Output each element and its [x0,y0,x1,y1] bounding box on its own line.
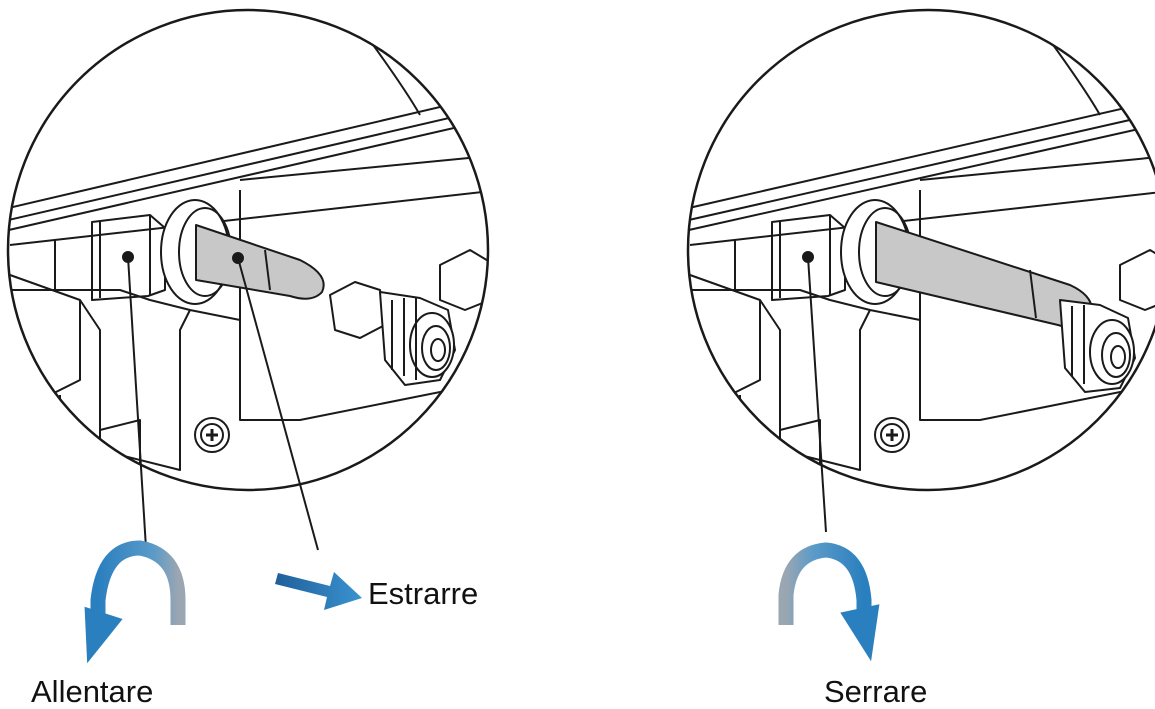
straight-arrow-icon [275,572,362,610]
casing-corner-curve [339,10,421,116]
cable-gland [329,249,488,386]
extract-label: Estrarre [368,576,479,611]
top-casing [8,99,481,233]
lock-nut [771,214,846,301]
counterclockwise-arrow-icon [84,540,186,664]
antenna-rod [195,224,325,300]
top-casing [688,99,1155,233]
leader-line-nut [807,256,827,533]
loosen-label: Allentare [31,674,154,709]
leader-line-antenna [237,257,319,551]
leader-line-nut [127,256,147,549]
screw-icon [194,417,230,453]
magnifier-border-left [6,8,490,492]
lock-nut [91,214,166,301]
screw-icon [874,417,910,453]
cable-gland [1059,249,1155,393]
magnifier-left [6,8,490,492]
tighten-label: Serrare [824,674,928,709]
antenna-rod [875,221,1093,329]
clockwise-arrow-icon [778,542,880,662]
casing-corner-curve [1019,10,1101,116]
magnifier-border-right [686,8,1155,492]
magnifier-right [686,8,1155,492]
